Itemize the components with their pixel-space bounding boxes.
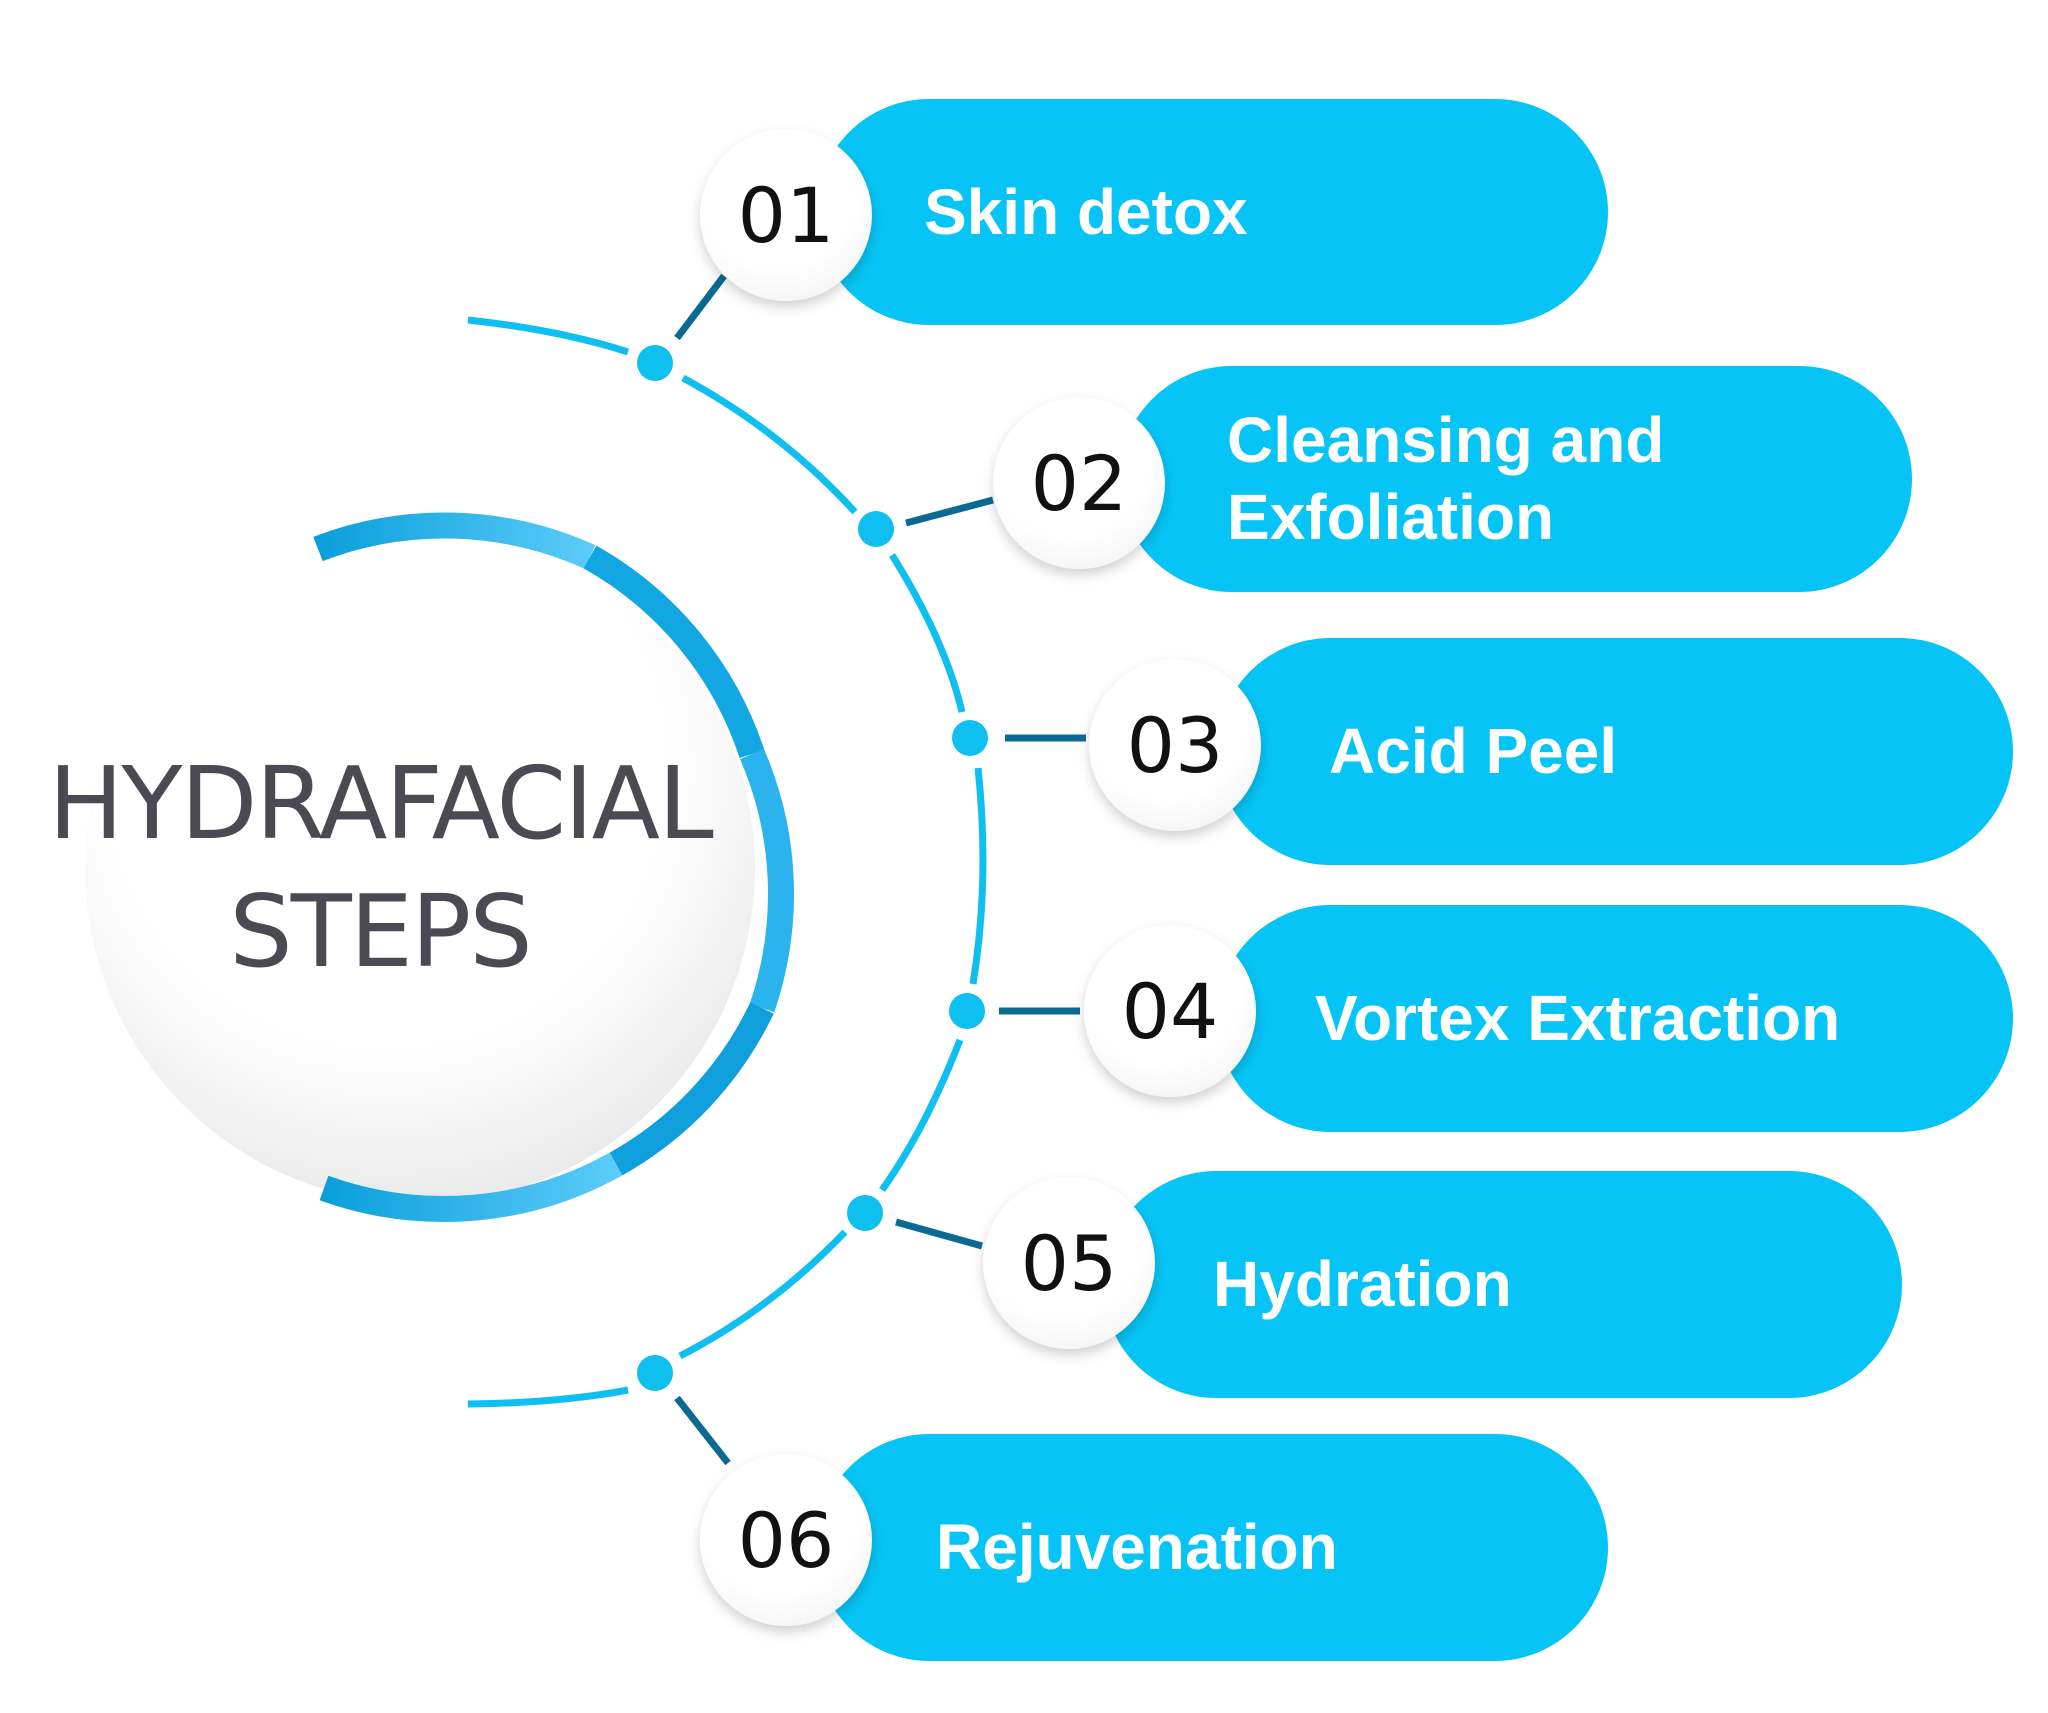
step-02-label-line-2: Exfoliation [1227, 481, 1555, 553]
step-06-pill: Rejuvenation [816, 1434, 1608, 1661]
step-06-label: Rejuvenation [936, 1511, 1338, 1584]
title-line-1: HYDRAFACIAL [48, 745, 714, 862]
step-02-number: 02 [1030, 438, 1128, 528]
step-06-number-badge: 06 [700, 1454, 872, 1626]
step-01-pill: Skin detox [816, 99, 1608, 325]
arc-dot-06 [637, 1355, 673, 1391]
diagram-title: HYDRAFACIAL STEPS [40, 740, 720, 996]
connector-05 [895, 1218, 983, 1250]
step-05-label: Hydration [1213, 1248, 1512, 1321]
step-04-number-badge: 04 [1084, 925, 1256, 1097]
arc-dots [637, 345, 988, 1391]
connector-02 [905, 496, 994, 527]
step-02-label-line-1: Cleansing and [1227, 404, 1665, 477]
step-04-number: 04 [1121, 966, 1219, 1056]
step-04-pill: Vortex Extraction [1217, 905, 2013, 1132]
step-03-label: Acid Peel [1329, 715, 1618, 788]
arc-dot-04 [949, 993, 985, 1029]
step-02-number-badge: 02 [993, 397, 1165, 569]
step-03-pill: Acid Peel [1217, 638, 2013, 865]
outer-arc [467, 316, 987, 1408]
step-05-pill: Hydration [1103, 1171, 1902, 1398]
arc-dot-02 [858, 511, 894, 547]
connector-01 [674, 273, 727, 341]
arc-dot-05 [847, 1195, 883, 1231]
step-04-label: Vortex Extraction [1315, 982, 1841, 1055]
step-01-number: 01 [737, 170, 835, 260]
step-02-label: Cleansing and Exfoliation [1227, 402, 1664, 556]
title-line-2: STEPS [229, 873, 533, 990]
step-05-number-badge: 05 [983, 1177, 1155, 1349]
step-06-number: 06 [737, 1495, 835, 1585]
step-02-pill: Cleansing and Exfoliation [1119, 366, 1912, 592]
arc-dot-03 [952, 720, 988, 756]
center-ring [313, 512, 794, 1223]
step-01-label: Skin detox [924, 175, 1248, 248]
step-03-number-badge: 03 [1089, 659, 1261, 831]
connectors [674, 273, 1086, 1466]
step-05-number: 05 [1020, 1218, 1118, 1308]
step-03-number: 03 [1126, 700, 1224, 790]
arc-dot-01 [637, 345, 673, 381]
center-circle [85, 533, 755, 1203]
connector-06 [674, 1395, 731, 1466]
step-01-number-badge: 01 [700, 129, 872, 301]
